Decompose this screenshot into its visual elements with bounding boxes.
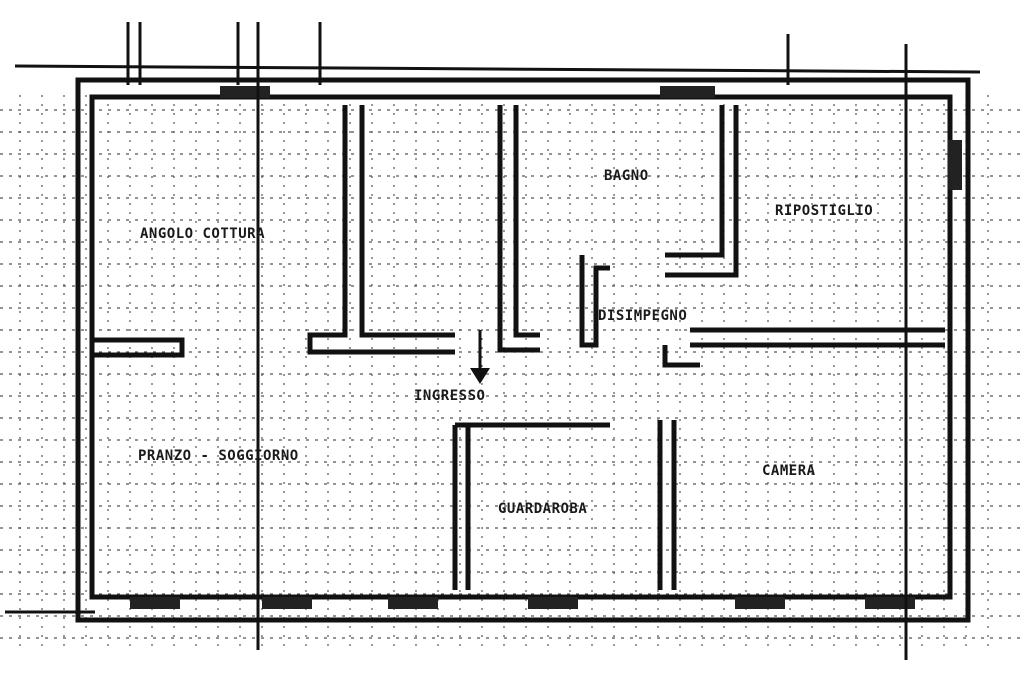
room-label-bagno: BAGNO xyxy=(604,168,649,184)
grid xyxy=(0,95,1024,650)
outer-wall xyxy=(75,77,971,623)
room-label-ripostiglio: RIPOSTIGLIO xyxy=(775,203,873,219)
room-label-ingresso: INGRESSO xyxy=(414,388,485,404)
windows xyxy=(130,86,962,609)
interior-walls xyxy=(92,105,945,590)
entry-arrow-icon xyxy=(470,330,490,384)
room-label-angolo-cottura: ANGOLO COTTURA xyxy=(140,226,265,242)
room-label-guardaroba: GUARDAROBA xyxy=(498,501,587,517)
room-label-disimpegno: DISIMPEGNO xyxy=(598,308,687,324)
room-label-camera: CAMERA xyxy=(762,463,816,479)
room-label-pranzo-soggiorno: PRANZO - SOGGIORNO xyxy=(138,448,299,464)
construction-lines xyxy=(5,22,981,660)
